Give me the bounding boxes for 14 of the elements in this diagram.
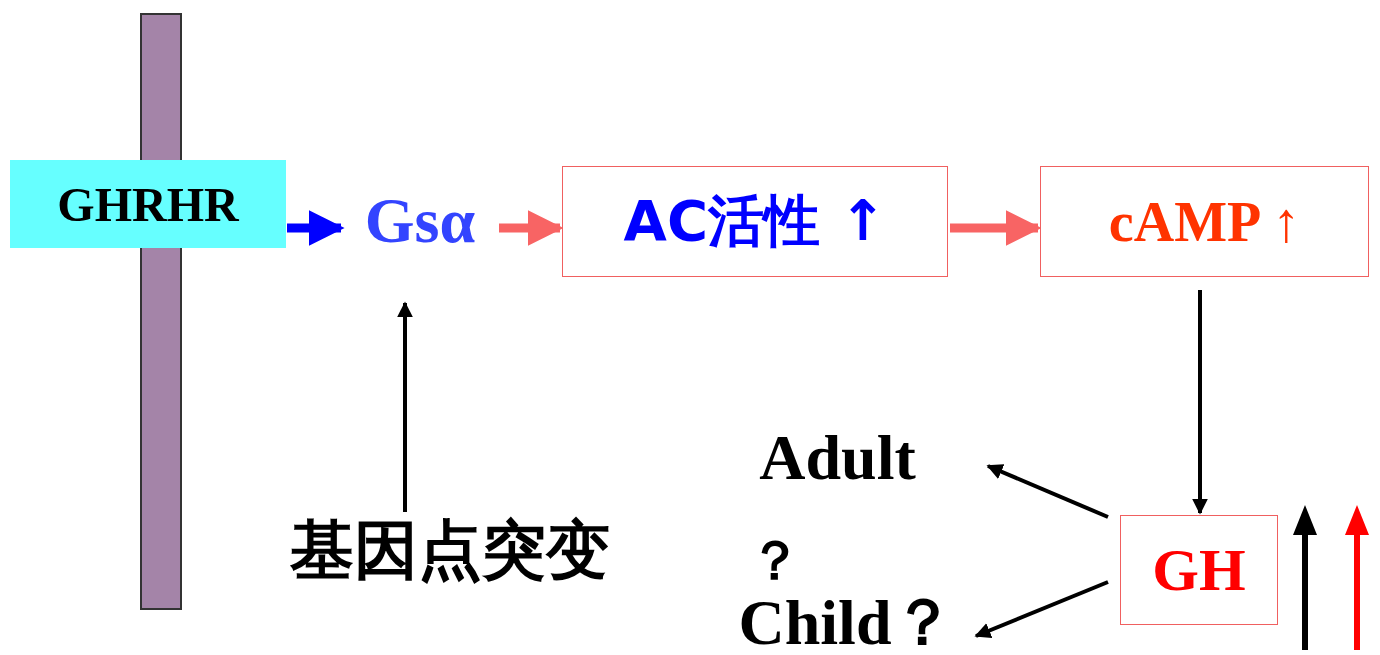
process-box: cAMP ↑	[1040, 166, 1369, 277]
arrow	[397, 301, 413, 512]
protein-label: Gsα	[343, 178, 497, 264]
arrow	[974, 580, 1109, 638]
process-box: GH	[1120, 515, 1278, 625]
arrow	[499, 210, 564, 246]
mutation-label: 基因点突变	[245, 505, 655, 595]
arrow	[986, 464, 1109, 519]
arrow	[1192, 290, 1208, 515]
process-box: AC活性 ↑	[562, 166, 948, 277]
receptor-box: GHRHR	[10, 160, 286, 248]
arrow	[950, 210, 1042, 246]
outcome-label: Adult	[735, 420, 940, 496]
arrow	[287, 210, 345, 246]
